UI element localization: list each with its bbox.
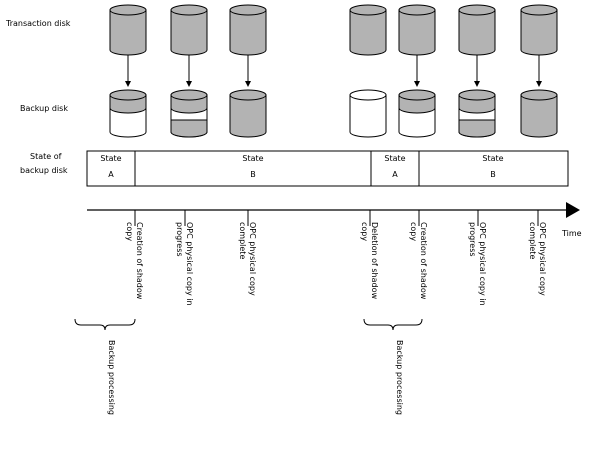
state-label-line1: State [384,154,405,163]
event-label-line1: Creation of shadow [419,222,428,300]
transaction-disk-icon [109,4,147,56]
backup-disk-icon-full [229,89,267,138]
transaction-disk-icon [398,4,436,56]
state-label-line2: B [250,170,256,179]
event-label-line2: copy [409,222,418,241]
state-label-line2: B [490,170,496,179]
state-label-line1: State [100,154,121,163]
backup-disk-icon-striped [170,89,208,138]
event-label-line2: complete [528,222,537,259]
transaction-disk-icon [520,4,558,56]
state-label-line2: A [108,170,114,179]
backup-disk-label: Backup disk [20,104,68,113]
event-label-line1: Deletion of shadow [370,222,379,299]
processing-groups: Backup processing Backup processing [74,318,423,415]
state-of-backup-disk-label-line1: State of [30,152,62,161]
group-label: Backup processing [395,340,404,415]
transaction-disk-icon [170,4,208,56]
backup-disk-icon-striped [458,89,496,138]
transaction-disk-icon [229,4,267,56]
backup-disk-icon-partial [398,89,436,138]
state-dividers [134,151,420,186]
event-label-line1: OPC physical copy [248,222,257,296]
event-label-line2: progress [175,222,184,257]
event-label-line1: Creation of shadow [135,222,144,300]
backup-disk-icon-empty [349,89,387,138]
state-label-line1: State [242,154,263,163]
transaction-disk-icon [349,4,387,56]
state-bar [86,150,569,187]
time-label: Time [561,229,582,238]
brace [363,318,423,331]
group-label: Backup processing [107,340,116,415]
brace [74,318,136,331]
backup-processing-label: Backup processing [107,340,116,415]
event-label-line2: progress [468,222,477,257]
backup-disk-icon-full [520,89,558,138]
transaction-disk-label: Transaction disk [5,19,71,28]
backup-disk-icon-partial [109,89,147,138]
event-label-line1: OPC physical copy in [478,222,487,306]
event-label-line2: copy [360,222,369,241]
event-label-line2: complete [238,222,247,259]
event-label-line1: OPC physical copy [538,222,547,296]
state-of-backup-disk-label-line2: backup disk [20,166,68,175]
state-label-line1: State [482,154,503,163]
state-label-line2: A [392,170,398,179]
event-label-line2: copy [125,222,134,241]
timeline-arrowhead [566,202,580,218]
event-label-line1: OPC physical copy in [185,222,194,306]
backup-processing-label: Backup processing [395,340,404,415]
transaction-disk-icon [458,4,496,56]
disk-columns [109,4,558,138]
